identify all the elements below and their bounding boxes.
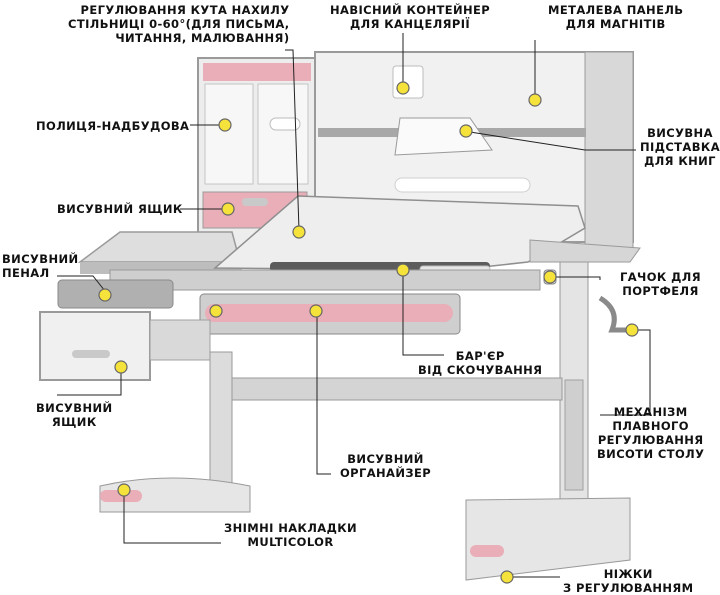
pointer-dot-icon	[117, 483, 131, 497]
label-pencil-case: ВИСУВНИЙ ПЕНАЛ	[2, 252, 79, 280]
desk-drawing	[39, 51, 641, 581]
pointer-dot-icon	[218, 118, 232, 132]
label-metal-panel: МЕТАЛЕВА ПАНЕЛЬ ДЛЯ МАГНІТІВ	[548, 3, 684, 31]
pointer-dot-icon	[528, 93, 542, 107]
label-shelf-top: ПОЛИЦЯ-НАДБУДОВА	[36, 119, 190, 133]
pointer-dot-icon	[396, 263, 410, 277]
pointer-dot-icon	[114, 360, 128, 374]
pointer-dot-icon	[98, 288, 112, 302]
label-height-mechanism: МЕХАНІЗМ ПЛАВНОГО РЕГУЛЮВАННЯ ВИСОТИ СТО…	[597, 405, 705, 461]
label-book-stand: ВИСУВНА ПІДСТАВКА ДЛЯ КНИГ	[640, 126, 720, 168]
leader-lines	[57, 33, 651, 578]
label-stationery-container: НАВІСНИЙ КОНТЕЙНЕР ДЛЯ КАНЦЕЛЯРІЇ	[330, 3, 491, 31]
label-drawer-top: ВИСУВНИЙ ЯЩИК	[57, 202, 183, 216]
pointer-dot-icon	[500, 570, 514, 584]
label-anti-slip-barrier: БАР'ЄР ВІД СКОЧУВАННЯ	[418, 349, 543, 377]
pointer-dot-icon	[221, 202, 235, 216]
pointer-dot-icon	[625, 323, 639, 337]
markers	[98, 81, 639, 584]
pointer-dot-icon	[459, 124, 473, 138]
pointer-dot-icon	[209, 304, 223, 318]
pointer-dot-icon	[309, 304, 323, 318]
pointer-dot-icon	[396, 81, 410, 95]
label-organizer: ВИСУВНИЙ ОРГАНАЙЗЕР	[340, 452, 432, 480]
label-drawer-side: ВИСУВНИЙ ЯЩИК	[36, 401, 113, 429]
pointer-dot-icon	[292, 225, 306, 239]
pointer-dot-icon	[543, 270, 557, 284]
label-covers: ЗНІМНІ НАКЛАДКИ MULTICOLOR	[224, 521, 358, 549]
label-adjustable-feet: НІЖКИ З РЕГУЛЮВАННЯМ	[563, 567, 694, 595]
label-tilt-adjust: РЕГУЛЮВАННЯ КУТА НАХИЛУ СТІЛЬНИЦІ 0-60°(…	[68, 3, 290, 45]
label-bag-hook: ГАЧОК ДЛЯ ПОРТФЕЛЯ	[620, 270, 701, 298]
